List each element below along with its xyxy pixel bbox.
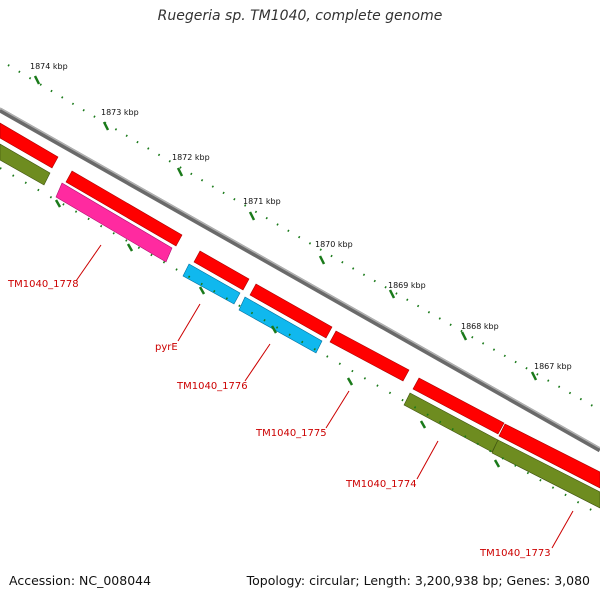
inner-tick: [346, 377, 354, 386]
scale-labels: 1874 kbp 1873 kbp 1872 kbp 1871 kbp 1870…: [30, 62, 572, 371]
scale-tick: [102, 121, 110, 131]
callout-line: [325, 390, 350, 429]
inner-ring: [0, 167, 600, 516]
inner-tick: [270, 325, 278, 334]
forward-strand: [0, 122, 600, 489]
scale-label: 1870 kbp: [315, 240, 353, 249]
gene-reverse: [403, 392, 499, 453]
scale-tick: [248, 211, 256, 221]
map-title: Ruegeria sp. TM1040, complete genome: [157, 8, 443, 24]
callout-line: [416, 440, 439, 480]
gene-label: TM1040_1778: [7, 279, 79, 290]
callout-line: [551, 510, 574, 549]
gene-forward: [193, 250, 250, 291]
gene-forward: [0, 122, 59, 169]
scale-label: 1873 kbp: [101, 108, 139, 117]
accession-text: Accession: NC_008044: [9, 573, 152, 588]
scale-label: 1872 kbp: [172, 153, 210, 162]
inner-tick: [126, 243, 134, 252]
gene-callouts: TM1040_1778 pyrE TM1040_1776 TM1040_1775…: [7, 244, 574, 559]
gene-label: pyrE: [155, 342, 178, 353]
gene-forward: [329, 330, 410, 382]
inner-tick: [54, 199, 62, 208]
gene-reverse: [182, 263, 241, 305]
reverse-strand: [0, 143, 600, 509]
scale-ring: [7, 64, 600, 411]
callout-line: [177, 303, 201, 342]
inner-tick: [419, 420, 427, 429]
gene-label: TM1040_1773: [479, 548, 551, 559]
scale-tick: [176, 167, 184, 177]
scale-tick: [460, 331, 468, 341]
gene-forward: [412, 377, 505, 435]
gene-label: TM1040_1774: [345, 479, 417, 490]
gene-reverse: [0, 143, 51, 186]
gene-reverse: [491, 439, 600, 509]
inner-tick: [198, 286, 206, 295]
gene-reverse: [55, 182, 173, 263]
scale-tick: [33, 75, 41, 85]
scale-label: 1867 kbp: [534, 362, 572, 371]
scale-label: 1871 kbp: [243, 197, 281, 206]
gene-forward: [498, 423, 600, 489]
gene-reverse: [238, 296, 323, 354]
scale-label: 1869 kbp: [388, 281, 426, 290]
gene-forward: [65, 170, 183, 247]
gene-forward: [249, 283, 333, 339]
scale-label: 1868 kbp: [461, 322, 499, 331]
scale-tick: [530, 371, 538, 381]
callout-line: [75, 244, 102, 282]
gene-label: TM1040_1775: [255, 428, 327, 439]
scale-tick: [318, 255, 326, 265]
scale-tick: [388, 289, 396, 299]
callout-line: [244, 343, 271, 382]
gene-label: TM1040_1776: [176, 381, 248, 392]
genome-summary-text: Topology: circular; Length: 3,200,938 bp…: [246, 573, 590, 588]
scale-label: 1874 kbp: [30, 62, 68, 71]
inner-tick: [493, 459, 501, 468]
genome-backbone: [0, 107, 600, 453]
